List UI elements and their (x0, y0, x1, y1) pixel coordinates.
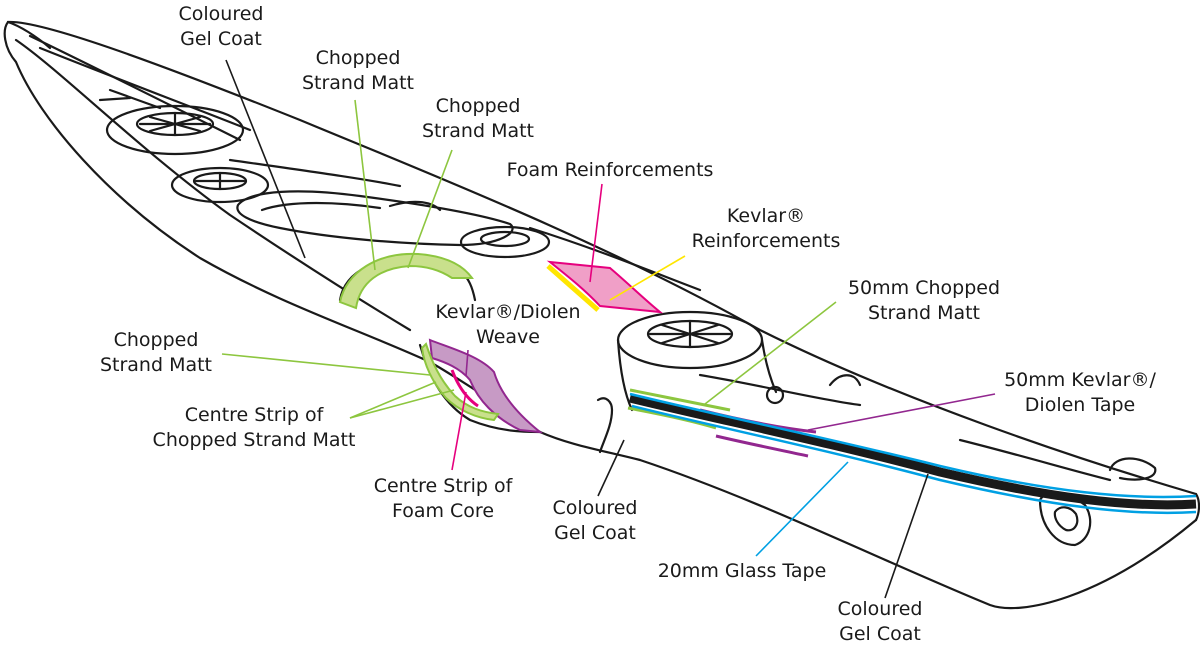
leader-glass-tape (755, 461, 849, 557)
chopped-strand-matt-hull-layer (420, 342, 500, 422)
keel-strip-black (628, 393, 1197, 510)
leader-centre-strip-foam (451, 391, 467, 471)
leader-csm-2 (407, 149, 453, 269)
leader-lines (221, 59, 996, 599)
leader-csm-50mm (704, 301, 837, 405)
leader-centre-strip-csm-a (349, 381, 437, 419)
label-50mm-kevlar-diolen-tape: 50mm Kevlar®/Diolen Tape (1004, 369, 1156, 416)
label-foam-reinforcements: Foam Reinforcements (506, 159, 714, 181)
leader-csm-1 (354, 99, 376, 271)
leader-gel-coat-top (225, 59, 306, 259)
leader-foam-reinforcements (589, 183, 603, 283)
glass-tape-strip (629, 392, 1197, 515)
leader-csm-left (221, 353, 431, 376)
day-hatch (170, 166, 270, 204)
leader-kevlar-tape-50mm (807, 393, 996, 431)
chopped-strand-matt-50mm-strip (629, 388, 731, 412)
centre-strip-foam-core (450, 369, 479, 408)
rear-hatch (616, 310, 778, 412)
small-deck-hatch (459, 225, 551, 259)
label-20mm-glass-tape: 20mm Glass Tape (657, 560, 827, 582)
chopped-strand-matt-deck-layer (338, 252, 474, 310)
leader-kevlar-reinforcements (609, 255, 686, 301)
leader-gel-coat-bottom (884, 473, 929, 599)
kevlar-reinforcement-strip (546, 264, 600, 312)
foam-reinforcement-layer (546, 260, 664, 314)
kevlar-diolen-weave-layer (428, 338, 544, 434)
leader-kevlar-weave (465, 349, 469, 377)
leader-gel-coat-mid (597, 439, 625, 497)
laminate-layers (338, 252, 1197, 515)
cockpit (236, 190, 514, 247)
deck-lines (38, 46, 1112, 482)
leader-centre-strip-csm-b (349, 389, 455, 419)
label-kevlar-reinforcements: Kevlar®Reinforcements (691, 205, 841, 252)
front-hatch (105, 104, 245, 156)
